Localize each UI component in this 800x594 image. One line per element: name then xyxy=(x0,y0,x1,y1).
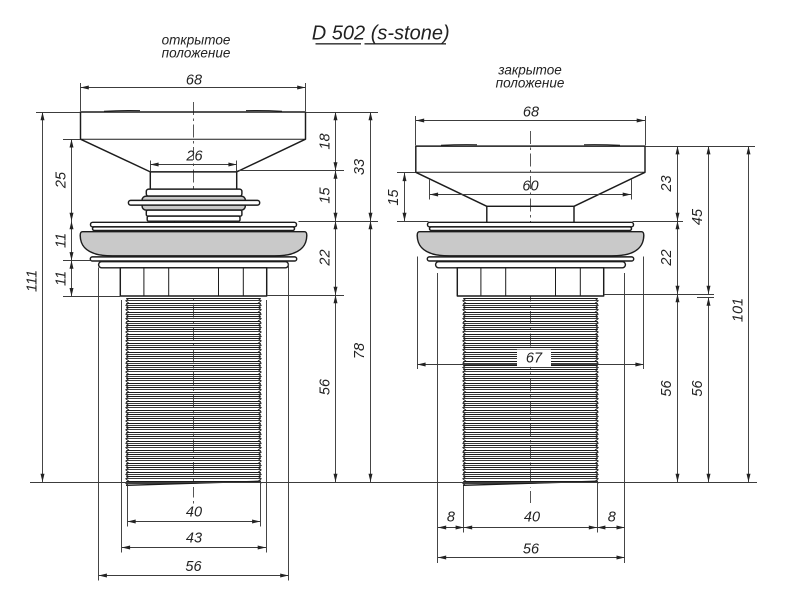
svg-text:23: 23 xyxy=(659,175,675,192)
svg-text:40: 40 xyxy=(524,510,540,526)
svg-text:открытое: открытое xyxy=(162,33,231,48)
svg-text:60: 60 xyxy=(522,179,538,195)
svg-text:111: 111 xyxy=(25,270,41,292)
svg-text:26: 26 xyxy=(185,149,203,165)
svg-text:закрытое: закрытое xyxy=(497,63,562,78)
svg-text:11: 11 xyxy=(54,233,70,248)
svg-text:положение: положение xyxy=(496,76,565,91)
svg-text:33: 33 xyxy=(352,159,368,175)
svg-text:43: 43 xyxy=(186,531,202,547)
svg-text:40: 40 xyxy=(186,505,202,521)
svg-text:101: 101 xyxy=(731,298,747,322)
svg-text:8: 8 xyxy=(447,510,455,526)
svg-text:45: 45 xyxy=(690,208,706,225)
svg-text:8: 8 xyxy=(608,510,616,526)
svg-text:56: 56 xyxy=(318,378,334,395)
svg-text:67: 67 xyxy=(526,351,543,367)
svg-text:56: 56 xyxy=(659,380,675,397)
svg-text:78: 78 xyxy=(352,343,368,359)
svg-text:15: 15 xyxy=(386,189,402,206)
svg-text:положение: положение xyxy=(162,46,231,61)
svg-text:22: 22 xyxy=(318,249,334,266)
svg-text:D 502 (s-stone): D 502 (s-stone) xyxy=(312,23,450,45)
svg-text:56: 56 xyxy=(690,380,706,397)
svg-text:11: 11 xyxy=(54,271,70,286)
svg-text:18: 18 xyxy=(318,133,334,149)
svg-text:68: 68 xyxy=(523,105,539,121)
svg-text:22: 22 xyxy=(659,249,675,266)
svg-text:25: 25 xyxy=(54,171,70,189)
svg-text:56: 56 xyxy=(185,559,202,575)
svg-text:68: 68 xyxy=(186,73,202,89)
svg-text:56: 56 xyxy=(523,541,540,557)
svg-text:15: 15 xyxy=(318,187,334,204)
